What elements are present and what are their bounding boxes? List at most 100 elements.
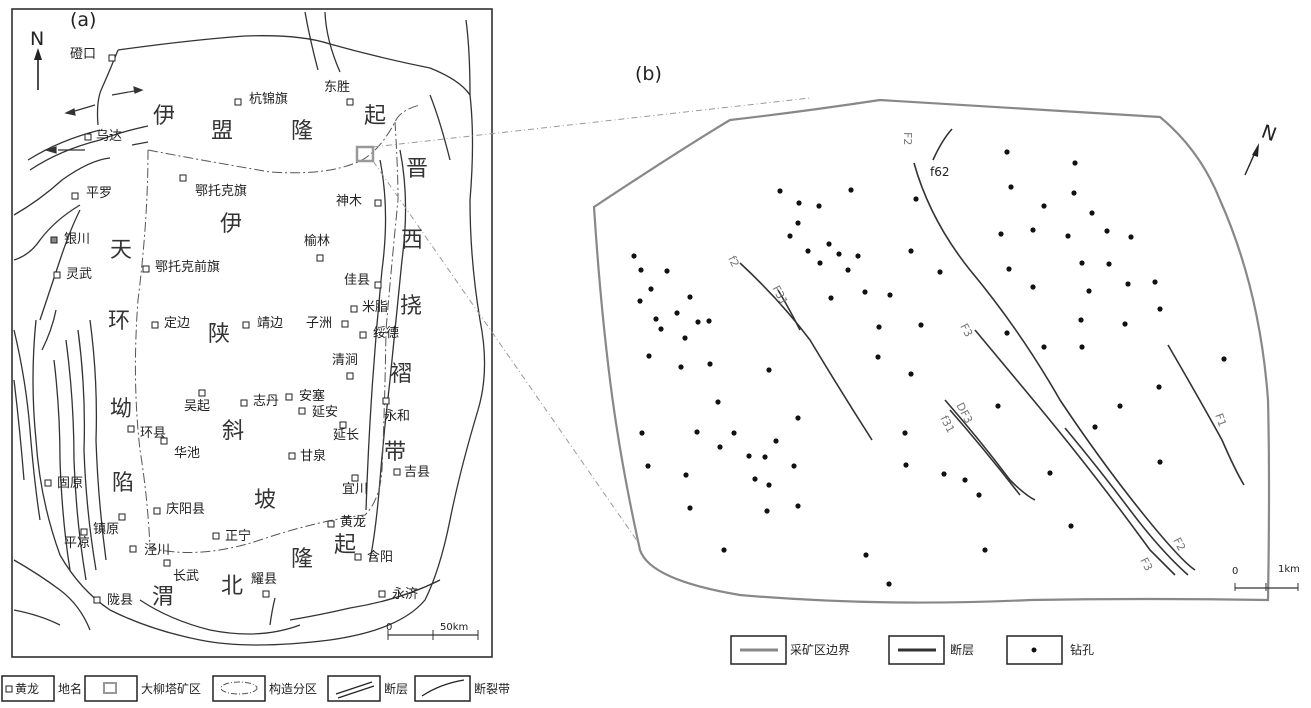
borehole bbox=[1089, 210, 1095, 216]
fault-label: F31 bbox=[769, 283, 790, 307]
fault-label: f62 bbox=[930, 165, 950, 179]
place-marker bbox=[50, 236, 58, 244]
borehole bbox=[982, 547, 988, 553]
place-marker bbox=[142, 265, 150, 273]
place-marker bbox=[393, 468, 401, 476]
place-name: 黄龙 bbox=[340, 515, 366, 530]
place-marker bbox=[382, 397, 390, 405]
place-marker bbox=[84, 133, 92, 141]
place-marker bbox=[374, 281, 382, 289]
north-label-b: N bbox=[1258, 121, 1279, 147]
place-name: 鄂托克旗 bbox=[195, 183, 247, 199]
place-marker bbox=[93, 596, 101, 604]
borehole bbox=[1071, 190, 1077, 196]
place-name: 庆阳县 bbox=[166, 502, 205, 517]
borehole bbox=[637, 298, 643, 304]
borehole bbox=[687, 505, 693, 511]
place-name: 镇原 bbox=[93, 522, 119, 537]
place-name: 永济 bbox=[392, 587, 418, 602]
place-marker bbox=[341, 320, 349, 328]
borehole bbox=[695, 319, 701, 325]
borehole bbox=[639, 430, 645, 436]
borehole bbox=[683, 472, 689, 478]
fault-label: F2 bbox=[1170, 535, 1188, 553]
borehole bbox=[674, 310, 680, 316]
connector-lines bbox=[372, 97, 811, 546]
place-marker bbox=[234, 98, 242, 106]
place-marker bbox=[346, 98, 354, 106]
place-marker bbox=[118, 513, 126, 521]
fault-label: F1 bbox=[1212, 412, 1229, 429]
place-name: 平凉 bbox=[64, 536, 90, 551]
borehole bbox=[876, 324, 882, 330]
borehole bbox=[766, 482, 772, 488]
borehole bbox=[836, 251, 842, 257]
region-char: 起 bbox=[334, 533, 356, 558]
borehole bbox=[913, 196, 919, 202]
place-marker bbox=[240, 399, 248, 407]
north-arrow-a: N bbox=[30, 28, 44, 90]
borehole bbox=[962, 477, 968, 483]
borehole bbox=[1152, 279, 1158, 285]
place-marker bbox=[316, 254, 324, 262]
borehole bbox=[1065, 233, 1071, 239]
borehole bbox=[937, 269, 943, 275]
borehole bbox=[817, 260, 823, 266]
place-name: 延安 bbox=[312, 405, 338, 420]
region-char: 坳 bbox=[110, 397, 132, 422]
scale-b-end: 1km bbox=[1278, 564, 1300, 575]
legend-b: 采矿区边界 断层 钻孔 bbox=[730, 635, 1094, 665]
place-name: 定边 bbox=[164, 316, 190, 331]
place-name: 榆林 bbox=[304, 234, 330, 249]
scale-bar-a: 0 50km bbox=[386, 622, 479, 640]
place-name: 灵武 bbox=[66, 267, 92, 282]
panel-a-label: (a) bbox=[70, 9, 96, 31]
place-name: 长武 bbox=[173, 569, 199, 584]
place-marker bbox=[285, 393, 293, 401]
place-marker bbox=[346, 372, 354, 380]
place-marker bbox=[198, 389, 206, 397]
place-marker bbox=[288, 452, 296, 460]
borehole bbox=[816, 203, 822, 209]
borehole bbox=[787, 233, 793, 239]
borehole bbox=[631, 253, 637, 259]
region-char: 褶 bbox=[390, 362, 412, 387]
place-marker bbox=[378, 590, 386, 598]
place-marker bbox=[354, 553, 362, 561]
place-name: 宜川 bbox=[342, 482, 368, 497]
borehole bbox=[638, 267, 644, 273]
zone-boundaries bbox=[134, 104, 421, 553]
region-char: 北 bbox=[221, 574, 243, 599]
borehole bbox=[795, 220, 801, 226]
borehole bbox=[687, 294, 693, 300]
borehole bbox=[875, 354, 881, 360]
scale-a-zero: 0 bbox=[386, 622, 392, 633]
place-names: 磴口杭锦旗东胜乌达鄂托克旗平罗神木银川榆林灵武鄂托克前旗佳县米脂定边靖边子洲绥德… bbox=[44, 47, 430, 608]
borehole bbox=[998, 231, 1004, 237]
region-char: 陕 bbox=[208, 322, 230, 347]
borehole bbox=[648, 286, 654, 292]
place-name: 耀县 bbox=[251, 572, 277, 587]
boreholes bbox=[631, 149, 1227, 587]
place-name: 志丹 bbox=[253, 394, 279, 409]
borehole bbox=[863, 552, 869, 558]
borehole bbox=[1068, 523, 1074, 529]
region-char: 隆 bbox=[291, 119, 313, 144]
borehole bbox=[773, 438, 779, 444]
region-char: 伊 bbox=[220, 212, 242, 237]
borehole bbox=[908, 248, 914, 254]
legend-fault2-label: 断层 bbox=[950, 642, 974, 657]
fault-label: f2 bbox=[725, 254, 741, 269]
place-name: 泾川 bbox=[144, 543, 170, 558]
legend-well-label: 钻孔 bbox=[1070, 642, 1094, 657]
place-name: 平罗 bbox=[86, 186, 112, 201]
place-name: 甘泉 bbox=[300, 448, 326, 464]
borehole bbox=[903, 462, 909, 468]
borehole bbox=[887, 292, 893, 298]
place-name: 米脂 bbox=[362, 300, 388, 315]
region-char: 盟 bbox=[211, 119, 233, 144]
borehole bbox=[682, 335, 688, 341]
place-marker bbox=[163, 559, 171, 567]
region-char: 坡 bbox=[254, 488, 276, 513]
place-name: 清涧 bbox=[332, 353, 358, 368]
